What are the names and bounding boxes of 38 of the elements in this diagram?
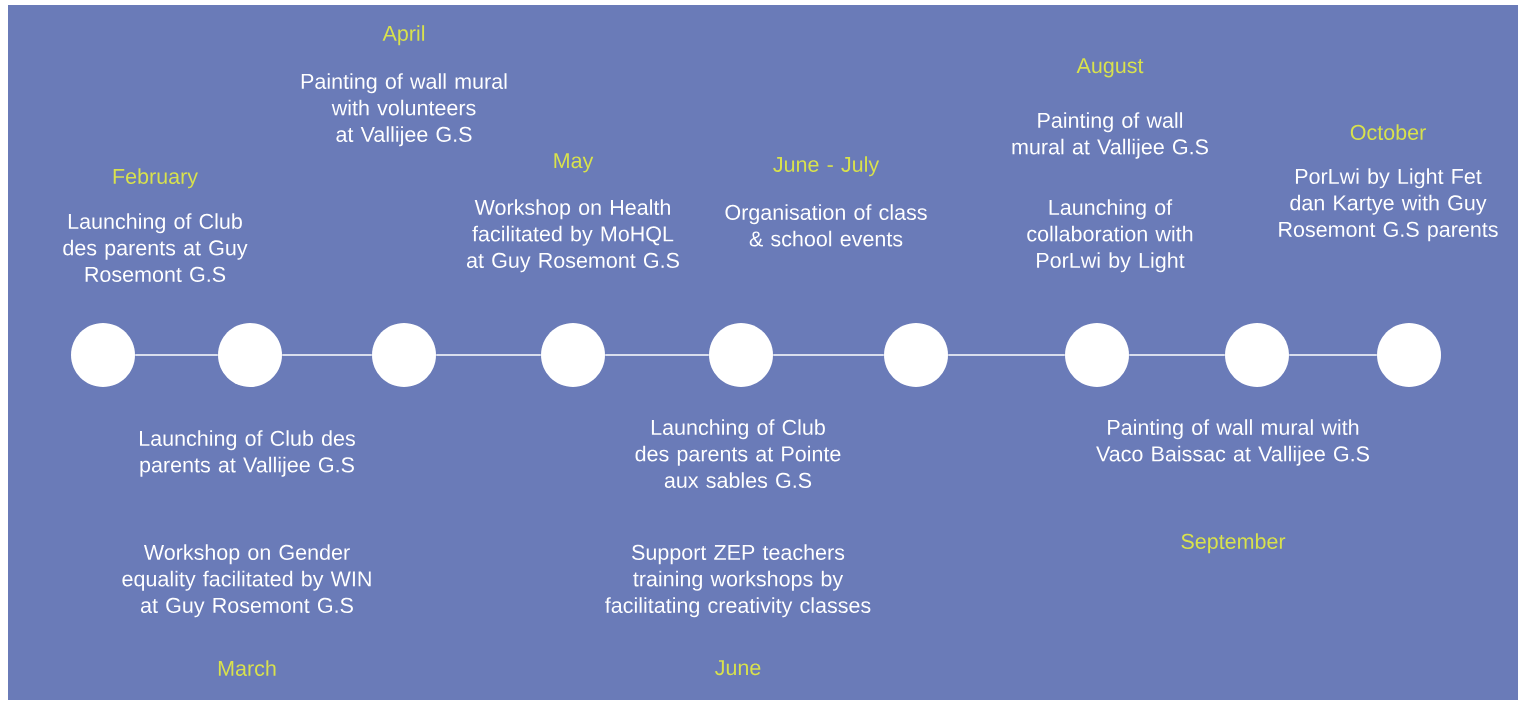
timeline-dot [218, 323, 282, 387]
timeline-dot [71, 323, 135, 387]
month-label: June - July [773, 156, 880, 177]
event-text: Organisation of class & school events [725, 204, 927, 247]
connector-line [604, 354, 710, 356]
event-text: Painting of wall mural with Vaco Baissac at Vallijee G.S [1096, 419, 1369, 466]
connector-line [1288, 354, 1378, 356]
event-text: PorLwi by Light Fet dan Kartye with Guy Rosemont G.S parents [1279, 168, 1498, 242]
timeline-dot [1065, 323, 1129, 387]
connector-line [1128, 354, 1226, 356]
event-text: Support ZEP teachers training workshops by facilitating creativity classes [605, 544, 871, 618]
connector-line [947, 354, 1066, 356]
event-text: Launching of Club des parents at Guy Rosemont G.S [63, 213, 248, 282]
timeline-dot [709, 323, 773, 387]
month-label: August [1076, 58, 1144, 78]
month-label: June [715, 660, 761, 676]
month-label: March [218, 660, 276, 676]
event-text: Launching of collaboration with PorLwi by Light [1027, 199, 1193, 273]
timeline-dot [372, 323, 436, 387]
event-text: Painting of wall mural at Vallijee G.S [1012, 112, 1208, 159]
timeline-dot [1377, 323, 1441, 387]
month-label: February [113, 168, 198, 189]
timeline-dot [1225, 323, 1289, 387]
connector-line [435, 354, 542, 356]
connector-line [281, 354, 373, 356]
event-text: Launching of Club des parents at Pointe aux sables G.S [635, 419, 841, 488]
event-text: Painting of wall mural with volunteers at Vallijee G.S [301, 73, 507, 147]
event-text: Workshop on Gender equality facilitated by WIN at Guy Rosemont G.S [122, 544, 371, 618]
event-text: Workshop on Health facilitated by MoHQL at Guy Rosemont G.S [467, 199, 679, 273]
event-text: Launching of Club des parents at Vallijee G.S [140, 430, 355, 477]
month-label: September [1181, 533, 1286, 554]
month-label: April [382, 25, 425, 46]
month-label: May [554, 153, 594, 173]
timeline-dot [884, 323, 948, 387]
connector-line [134, 354, 219, 356]
timeline-dot [541, 323, 605, 387]
month-label: October [1350, 124, 1426, 140]
connector-line [772, 354, 885, 356]
